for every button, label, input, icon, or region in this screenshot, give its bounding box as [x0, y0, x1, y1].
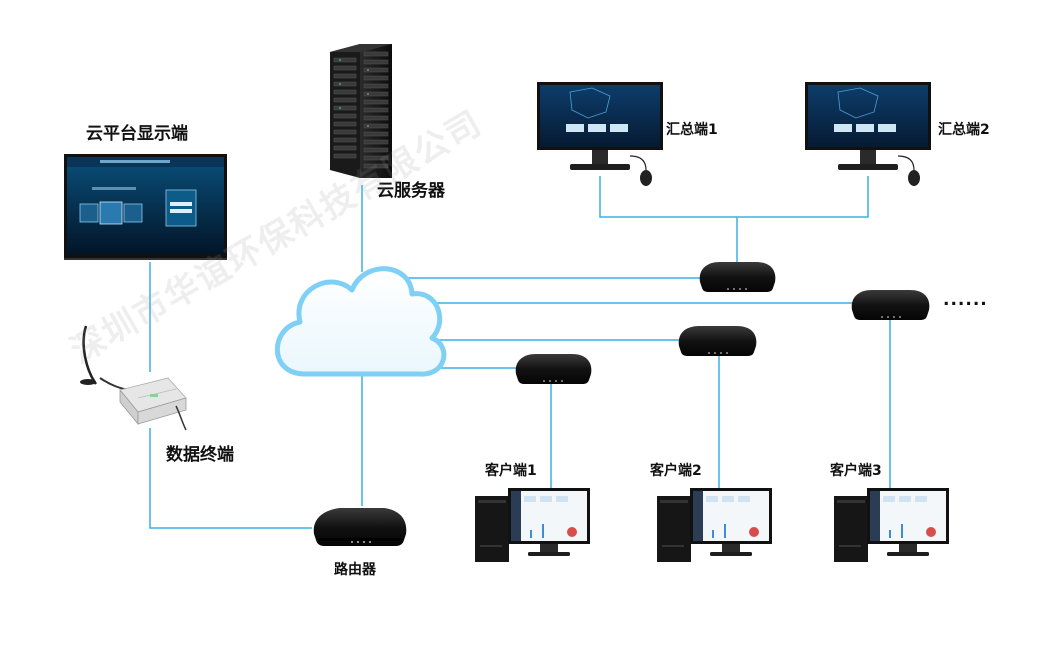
client-pc-3-icon: [834, 488, 949, 562]
display-screen-icon: [64, 154, 227, 260]
label-more: ......: [943, 290, 988, 310]
label-data-terminal: 数据终端: [166, 445, 234, 465]
label-cloud-server: 云服务器: [377, 181, 445, 201]
router-device-icon: [313, 508, 407, 546]
label-client-1: 客户端1: [485, 463, 537, 479]
server-rack-icon: [330, 44, 392, 178]
cloud-icon: [274, 266, 447, 377]
switch-left-icon: [515, 354, 592, 384]
switch-summary-icon: [699, 262, 776, 292]
label-client-3: 客户端3: [830, 463, 882, 479]
switch-middle-icon: [678, 326, 757, 356]
client-pc-2-icon: [657, 488, 772, 562]
label-cloud-display: 云平台显示端: [86, 124, 188, 144]
client-pc-1-icon: [475, 488, 590, 562]
link-terminal-router: [149, 428, 312, 529]
connection-lines: [149, 176, 891, 529]
label-summary-2: 汇总端2: [938, 122, 990, 138]
data-terminal-device-icon: [80, 325, 187, 431]
label-client-2: 客户端2: [650, 463, 702, 479]
summary-monitor-2-icon: [805, 82, 931, 186]
label-summary-1: 汇总端1: [666, 122, 718, 138]
switch-right-icon: [851, 290, 930, 320]
label-router: 路由器: [334, 562, 376, 578]
summary-monitor-1-icon: [537, 82, 663, 186]
link-summary-switch: [599, 176, 869, 218]
